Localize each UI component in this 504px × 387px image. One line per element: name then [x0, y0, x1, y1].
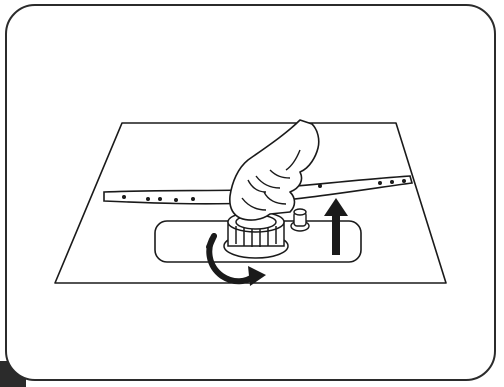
lift-up-arrow-icon	[324, 198, 348, 255]
drain-valve	[290, 208, 310, 232]
spray-arm-holes	[122, 179, 406, 202]
hand	[229, 119, 320, 221]
rotate-counterclockwise-arrow-icon	[206, 233, 266, 286]
hand-fingers	[241, 149, 301, 211]
